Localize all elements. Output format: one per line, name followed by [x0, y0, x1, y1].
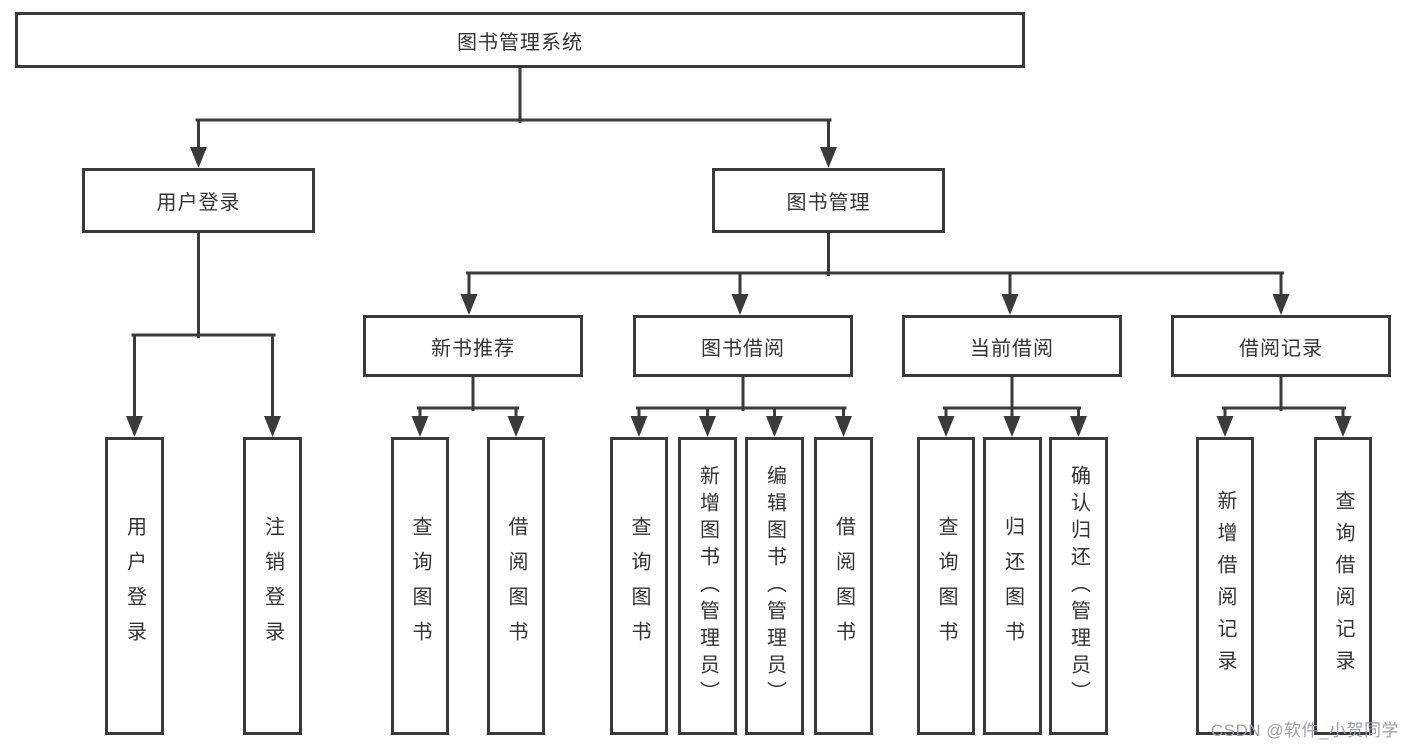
node-book-management-branch: 图书管理	[712, 168, 945, 233]
node-label: 借阅图书	[505, 516, 527, 656]
node-label: 新书推荐	[431, 337, 515, 360]
node-borrow-books-recommend: 借阅图书	[487, 437, 545, 735]
node-label: 借阅记录	[1239, 337, 1323, 360]
node-book-borrowing: 图书借阅	[633, 315, 853, 377]
node-label: 新增借阅记录	[1214, 490, 1236, 682]
node-label: 借阅图书	[832, 516, 855, 656]
node-borrow-books: 借阅图书	[814, 437, 873, 735]
node-add-borrow-record: 新增借阅记录	[1196, 437, 1254, 735]
node-query-borrow-record: 查询借阅记录	[1314, 437, 1372, 735]
node-label: 注销登录	[261, 516, 284, 656]
node-query-books-current: 查询图书	[917, 437, 975, 735]
node-user-login-branch: 用户登录	[82, 168, 315, 233]
node-label: 用户登录	[123, 516, 146, 656]
node-user-login: 用户登录	[105, 437, 164, 735]
node-label: 用户登录	[156, 192, 241, 214]
node-add-book-admin: 新增图书（管理员）	[678, 437, 737, 735]
node-query-books-borrowing: 查询图书	[610, 437, 668, 735]
node-label: 归还图书	[1001, 516, 1024, 656]
node-label: 查询图书	[628, 516, 650, 656]
node-label: 图书管理系统	[457, 31, 583, 54]
node-new-book-recommendation: 新书推荐	[363, 315, 583, 377]
node-label: 确认归还（管理员）	[1067, 464, 1090, 708]
node-library-management-system: 图书管理系统	[15, 12, 1025, 68]
node-query-books-recommend: 查询图书	[391, 437, 449, 735]
node-borrowing-records: 借阅记录	[1171, 315, 1391, 377]
node-label: 图书管理	[786, 192, 871, 214]
node-return-book: 归还图书	[983, 437, 1042, 735]
node-label: 编辑图书（管理员）	[763, 464, 786, 708]
node-confirm-return-admin: 确认归还（管理员）	[1049, 437, 1108, 735]
csdn-watermark: CSDN @软件_小贺同学	[1210, 721, 1399, 740]
node-label: 新增图书（管理员）	[696, 464, 719, 708]
node-label: 查询图书	[935, 516, 957, 656]
node-current-borrowing: 当前借阅	[902, 315, 1122, 377]
node-label: 图书借阅	[701, 337, 785, 360]
node-logout: 注销登录	[243, 437, 302, 735]
node-label: 当前借阅	[970, 337, 1054, 360]
node-label: 查询图书	[409, 516, 431, 656]
node-label: 查询借阅记录	[1332, 490, 1354, 682]
node-edit-book-admin: 编辑图书（管理员）	[745, 437, 804, 735]
